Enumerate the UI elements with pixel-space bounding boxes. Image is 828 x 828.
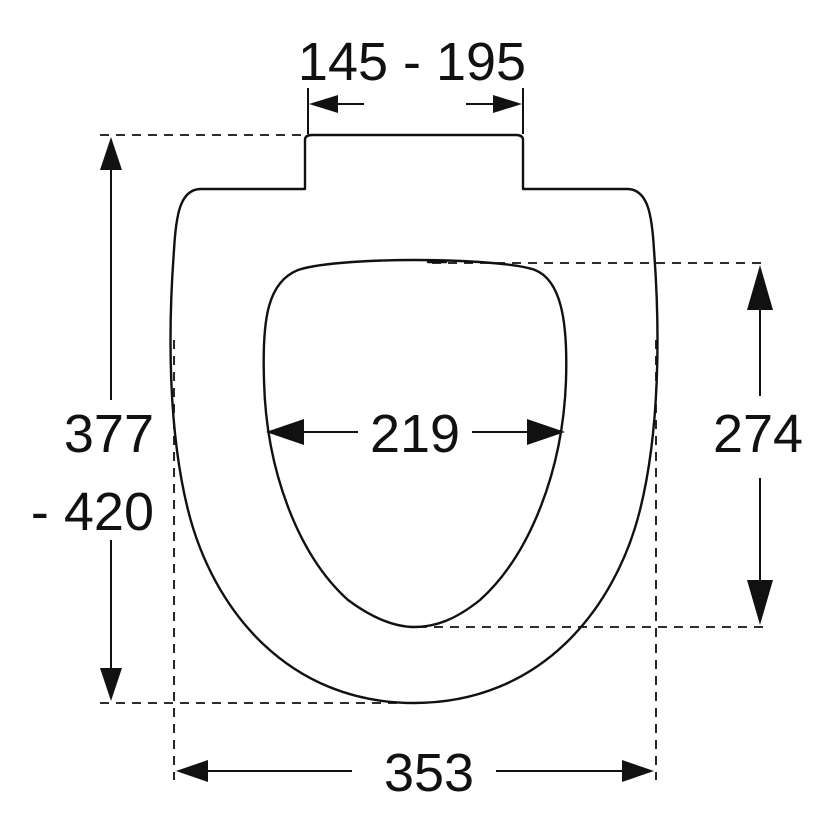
inner-width-dimension: 219 [266, 404, 565, 464]
inner-length-bottom-arrowhead [747, 580, 773, 625]
length-bottom-arrowhead [100, 668, 122, 701]
length-label-line2: - 420 [31, 482, 154, 542]
hinge-spacing-label: 145 - 195 [298, 32, 526, 92]
seat-inner-outline [262, 258, 568, 629]
length-label-line1: 377 [64, 404, 154, 464]
inner-width-right-arrowhead [527, 419, 565, 445]
length-label-background [8, 400, 158, 540]
inner-width-label: 219 [370, 404, 460, 464]
inner-length-top-arrowhead [747, 265, 773, 310]
length-top-arrowhead [100, 137, 122, 170]
outer-width-label: 353 [384, 743, 474, 803]
hinge-right-arrowhead [493, 95, 522, 113]
overall-length-dimension: 377 - 420 [8, 137, 158, 701]
hinge-spacing-dimension: 145 - 195 [298, 32, 526, 134]
outer-width-dimension: 353 [176, 743, 654, 803]
inner-width-left-arrowhead [266, 419, 304, 445]
inner-length-dimension: 274 [713, 265, 803, 625]
seat-drawing [169, 133, 659, 705]
outer-width-right-arrowhead [622, 760, 654, 782]
hinge-left-arrowhead [309, 95, 338, 113]
inner-length-label: 274 [713, 404, 803, 464]
outer-width-left-arrowhead [176, 760, 208, 782]
seat-outer-outline [169, 133, 659, 705]
